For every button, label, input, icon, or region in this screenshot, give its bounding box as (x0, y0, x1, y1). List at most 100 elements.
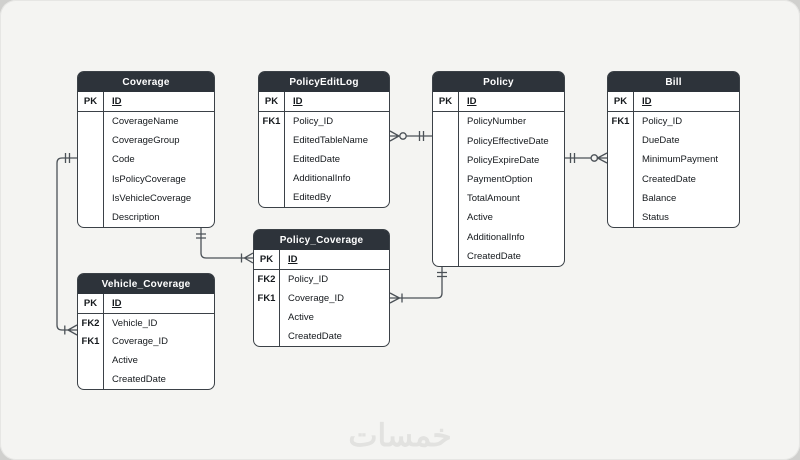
entity-title: Vehicle_Coverage (78, 274, 214, 294)
table-row: PK ID (78, 294, 214, 314)
key-badge (78, 112, 104, 132)
field-name: Active (288, 312, 314, 323)
table-row: CreatedDate (78, 370, 214, 389)
one-tick-icon (418, 131, 425, 141)
fk-badge: FK2 (78, 313, 104, 333)
field-name: Description (112, 211, 160, 223)
table-row: PolicyEffectiveDate (433, 131, 564, 151)
key-badge (78, 351, 104, 371)
connector-coverage-policycoverage (196, 228, 254, 264)
table-row: CoverageName (78, 112, 214, 132)
entity-policy-coverage: Policy_Coverage PK ID FK2 Policy_ID FK1 … (253, 229, 390, 347)
entity-vehicle-coverage: Vehicle_Coverage PK ID FK2 Vehicle_ID FK… (77, 273, 215, 390)
key-badge (608, 188, 634, 208)
key-badge (433, 246, 459, 266)
entity-body: PK ID FK1 Policy_ID DueDate MinimumPayme… (608, 92, 739, 227)
field-name: EditedBy (293, 192, 332, 203)
field-name: EditedDate (293, 154, 341, 165)
key-badge (78, 169, 104, 189)
entity-body: PK ID FK2 Vehicle_ID FK1 Coverage_ID Act… (78, 294, 214, 389)
field-name: Active (467, 212, 493, 224)
field-name: AdditionalInfo (467, 231, 525, 243)
table-row: Balance (608, 188, 739, 208)
table-row: CreatedDate (254, 327, 389, 346)
field-name: Vehicle_ID (112, 317, 158, 329)
pk-badge: PK (259, 92, 285, 111)
id-field: ID (112, 297, 122, 309)
table-row: FK2 Vehicle_ID (78, 313, 214, 333)
field-name: Coverage_ID (288, 293, 344, 304)
table-row: PK ID (259, 92, 389, 112)
key-badge (78, 188, 104, 208)
fk-badge: FK1 (608, 112, 634, 132)
id-field: ID (288, 254, 298, 265)
fk-badge: FK1 (78, 332, 104, 352)
table-row: Status (608, 207, 739, 227)
table-row: AdditionalInfo (259, 169, 389, 188)
key-badge (608, 150, 634, 170)
field-name: Status (642, 211, 669, 223)
field-name: IsPolicyCoverage (112, 173, 186, 185)
field-name: PaymentOption (467, 173, 533, 185)
crow-foot-icon (243, 252, 254, 264)
table-row: FK1 Policy_ID (608, 112, 739, 132)
key-badge (259, 131, 285, 150)
key-badge (433, 112, 459, 132)
id-field: ID (467, 96, 477, 108)
pk-badge: PK (433, 92, 459, 112)
field-name: DueDate (642, 135, 680, 147)
table-row: PK ID (78, 92, 214, 113)
table-row: Active (78, 351, 214, 371)
pk-badge: PK (78, 92, 104, 112)
table-row: EditedTableName (259, 131, 389, 150)
table-row: IsVehicleCoverage (78, 188, 214, 208)
key-badge (78, 207, 104, 227)
key-badge (259, 169, 285, 188)
field-name: Policy_ID (293, 116, 334, 127)
table-row: PolicyExpireDate (433, 150, 564, 170)
field-name: Balance (642, 192, 677, 204)
table-row: PK ID (254, 250, 389, 270)
field-name: Policy_ID (642, 116, 683, 128)
table-row: EditedDate (259, 150, 389, 169)
crow-foot-icon (389, 130, 401, 142)
table-row: MinimumPayment (608, 150, 739, 170)
table-row: CreatedDate (433, 246, 564, 266)
table-row: TotalAmount (433, 189, 564, 209)
field-name: MinimumPayment (642, 154, 719, 166)
id-field: ID (642, 96, 652, 108)
key-badge (254, 327, 280, 346)
one-tick-icon (569, 153, 576, 163)
entity-title: Policy_Coverage (254, 230, 389, 250)
fk-badge: FK1 (259, 112, 285, 131)
key-badge (433, 169, 459, 190)
key-badge (433, 131, 459, 151)
entity-body: PK ID PolicyNumber PolicyEffectiveDate P… (433, 92, 564, 266)
pk-badge: PK (254, 250, 280, 269)
one-tick-icon (437, 271, 447, 278)
table-row: FK2 Policy_ID (254, 270, 389, 289)
key-badge (608, 169, 634, 189)
crow-foot-icon (596, 152, 608, 164)
one-tick-icon (196, 233, 206, 239)
entity-bill: Bill PK ID FK1 Policy_ID DueDate Minimum… (607, 71, 740, 228)
field-name: CreatedDate (288, 331, 342, 342)
key-badge (608, 207, 634, 227)
field-name: CreatedDate (467, 250, 521, 262)
field-name: Policy_ID (288, 274, 329, 285)
one-tick-icon (64, 153, 71, 163)
field-name: EditedTableName (293, 135, 368, 146)
connector-policy-bill (565, 152, 608, 164)
table-row: PK ID (433, 92, 564, 113)
key-badge (259, 150, 285, 169)
entity-policy: Policy PK ID PolicyNumber PolicyEffectiv… (432, 71, 565, 267)
key-badge (433, 150, 459, 170)
table-row: CreatedDate (608, 169, 739, 189)
fk-badge: FK1 (254, 289, 280, 308)
table-row: FK1 Coverage_ID (254, 289, 389, 308)
pk-badge: PK (78, 294, 104, 313)
field-name: PolicyEffectiveDate (467, 135, 549, 147)
crow-foot-icon (389, 292, 401, 304)
entity-coverage: Coverage PK ID CoverageName CoverageGrou… (77, 71, 215, 228)
